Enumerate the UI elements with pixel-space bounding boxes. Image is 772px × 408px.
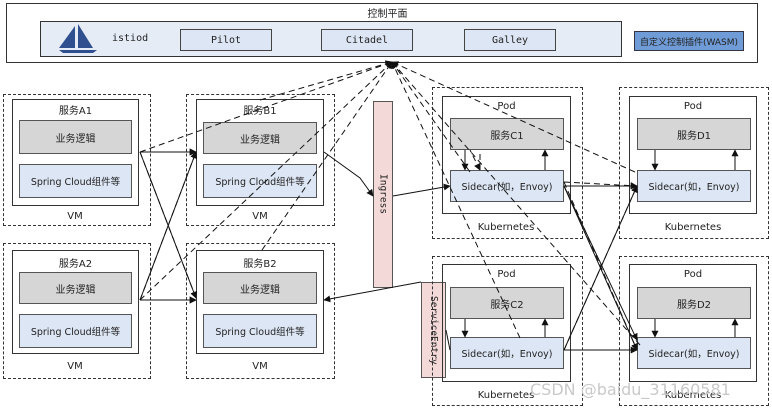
- wasm-plugin-box: 自定义控制插件(WASM): [634, 31, 744, 51]
- service-a2-title: 服务A2: [58, 259, 93, 270]
- service-d2-box: 服务D2: [637, 287, 751, 319]
- service-b1-framework: Spring Cloud组件等: [203, 164, 317, 198]
- k8s-c1-frame: [432, 87, 583, 239]
- pod-d2-title: Pod: [683, 269, 703, 280]
- cp-link-d1: [391, 61, 636, 173]
- service-a2-logic: 业务逻辑: [19, 272, 132, 304]
- k8s-c2-frame: [432, 256, 583, 406]
- pod-d2-box: [629, 264, 757, 382]
- k8s-d2-label: Kubernetes: [664, 390, 722, 401]
- cp-link-c2: [391, 61, 521, 339]
- service-b2-title: 服务B2: [243, 259, 277, 270]
- k8s-c1-label: Kubernetes: [477, 222, 535, 233]
- istiod-label: istiod: [112, 33, 149, 44]
- vm-a2-frame: [3, 243, 151, 379]
- watermark: CSDN @baidu_31160581: [530, 380, 731, 399]
- k8s-d2-frame: [619, 256, 769, 406]
- service-b1-logic: 业务逻辑: [203, 122, 317, 154]
- sidecar-d1-box: Sidecar(如，Envoy): [637, 170, 751, 202]
- service-a1-logic: 业务逻辑: [19, 120, 132, 154]
- vm-a2-label: VM: [67, 361, 83, 372]
- pod-c2-box: [442, 264, 571, 382]
- pod-c1-title: Pod: [497, 101, 516, 112]
- vm-a1-label: VM: [67, 211, 83, 222]
- service-c1-box: 服务C1: [450, 118, 564, 150]
- pod-c1-box: [442, 96, 571, 214]
- service-b1-title: 服务B1: [243, 106, 277, 117]
- cp-link-b2: [261, 61, 393, 251]
- service-a2-box: [12, 250, 139, 354]
- ingress-box: Ingress: [373, 101, 393, 288]
- citadel-box: Citadel: [321, 29, 413, 51]
- service-b2-framework: Spring Cloud组件等: [203, 314, 317, 348]
- pod-d1-box: [629, 96, 757, 214]
- pod-c2-title: Pod: [497, 269, 516, 280]
- cp-link-a1: [139, 60, 393, 153]
- istio-logo-icon: [55, 24, 103, 54]
- service-b2-logic: 业务逻辑: [203, 272, 317, 304]
- sidecar-c2-box: Sidecar(如，Envoy): [450, 337, 564, 369]
- control-plane-frame: [6, 3, 758, 63]
- service-a2-framework: Spring Cloud组件等: [19, 314, 132, 348]
- k8s-d1-frame: [619, 87, 769, 239]
- vm-b1-label: VM: [252, 211, 268, 222]
- vm-b2-label: VM: [252, 361, 268, 372]
- service-a1-box: [12, 99, 139, 206]
- service-a1-title: 服务A1: [58, 106, 93, 117]
- vm-b2-frame: [186, 243, 335, 379]
- service-a1-framework: Spring Cloud组件等: [19, 164, 132, 198]
- galley-box: Galley: [464, 29, 556, 51]
- pilot-box: Pilot: [180, 29, 272, 51]
- service-c2-box: 服务C2: [450, 287, 564, 319]
- service-d1-box: 服务D1: [637, 118, 751, 150]
- cp-link-a2: [139, 61, 393, 301]
- sidecar-c1-box: Sidecar(如，Envoy): [450, 170, 564, 202]
- service-entry-box: ServiceEntry: [421, 282, 446, 378]
- vm-a1-frame: [3, 94, 151, 226]
- k8s-c2-label: Kubernetes: [477, 390, 535, 401]
- cp-link-d2: [391, 61, 641, 346]
- k8s-d1-label: Kubernetes: [664, 222, 722, 233]
- pod-d1-title: Pod: [683, 101, 703, 112]
- cp-link-b1: [259, 60, 393, 101]
- control-plane-title: 控制平面: [367, 9, 408, 20]
- cp-link-c1: [391, 61, 471, 173]
